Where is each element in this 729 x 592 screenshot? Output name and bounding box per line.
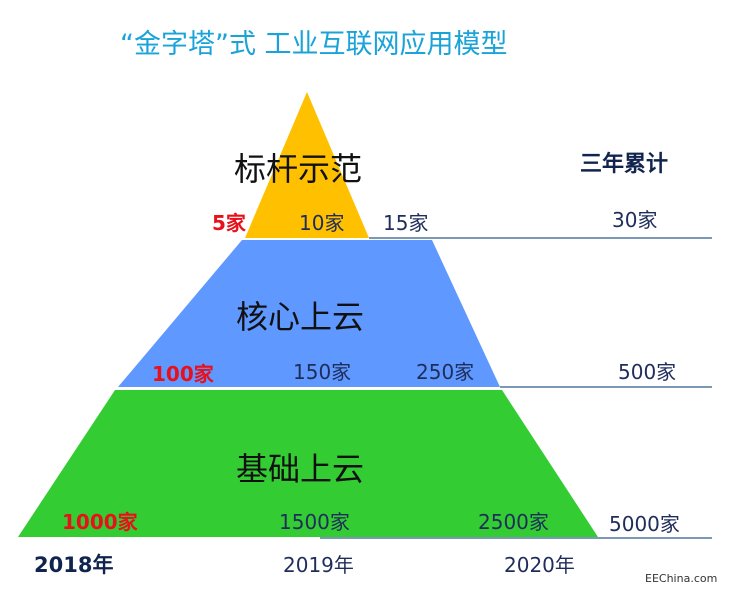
tier-middle-value-2018: 100家 bbox=[152, 362, 214, 386]
tier-label-benchmark: 标杆示范 bbox=[234, 150, 363, 188]
tier-middle-total: 500家 bbox=[618, 360, 677, 384]
watermark: EEChina.com bbox=[645, 572, 718, 585]
pyramid-tier-bottom bbox=[18, 390, 598, 537]
tier-bottom-value-2020: 2500家 bbox=[478, 510, 549, 534]
tier-bottom-total: 5000家 bbox=[609, 512, 680, 536]
tier-label-basic-cloud: 基础上云 bbox=[236, 450, 365, 488]
tier-label-core-cloud: 核心上云 bbox=[236, 298, 365, 336]
tier-top-value-2019: 10家 bbox=[299, 211, 345, 235]
year-2019: 2019年 bbox=[283, 553, 354, 577]
pyramid-tier-top bbox=[245, 92, 369, 238]
tier-bottom-value-2019: 1500家 bbox=[279, 510, 350, 534]
page-title: “金字塔”式 工业互联网应用模型 bbox=[120, 29, 508, 60]
year-2018: 2018年 bbox=[34, 553, 114, 577]
pyramid-tier-middle bbox=[118, 240, 500, 387]
tier-top-total: 30家 bbox=[612, 208, 658, 232]
tier-top-value-2020: 15家 bbox=[383, 211, 429, 235]
tier-bottom-value-2018: 1000家 bbox=[62, 510, 138, 534]
cumulative-header: 三年累计 bbox=[580, 152, 669, 177]
tier-middle-value-2020: 250家 bbox=[416, 360, 475, 384]
year-2020: 2020年 bbox=[504, 553, 575, 577]
tier-middle-value-2019: 150家 bbox=[293, 360, 352, 384]
tier-top-value-2018: 5家 bbox=[212, 211, 246, 235]
